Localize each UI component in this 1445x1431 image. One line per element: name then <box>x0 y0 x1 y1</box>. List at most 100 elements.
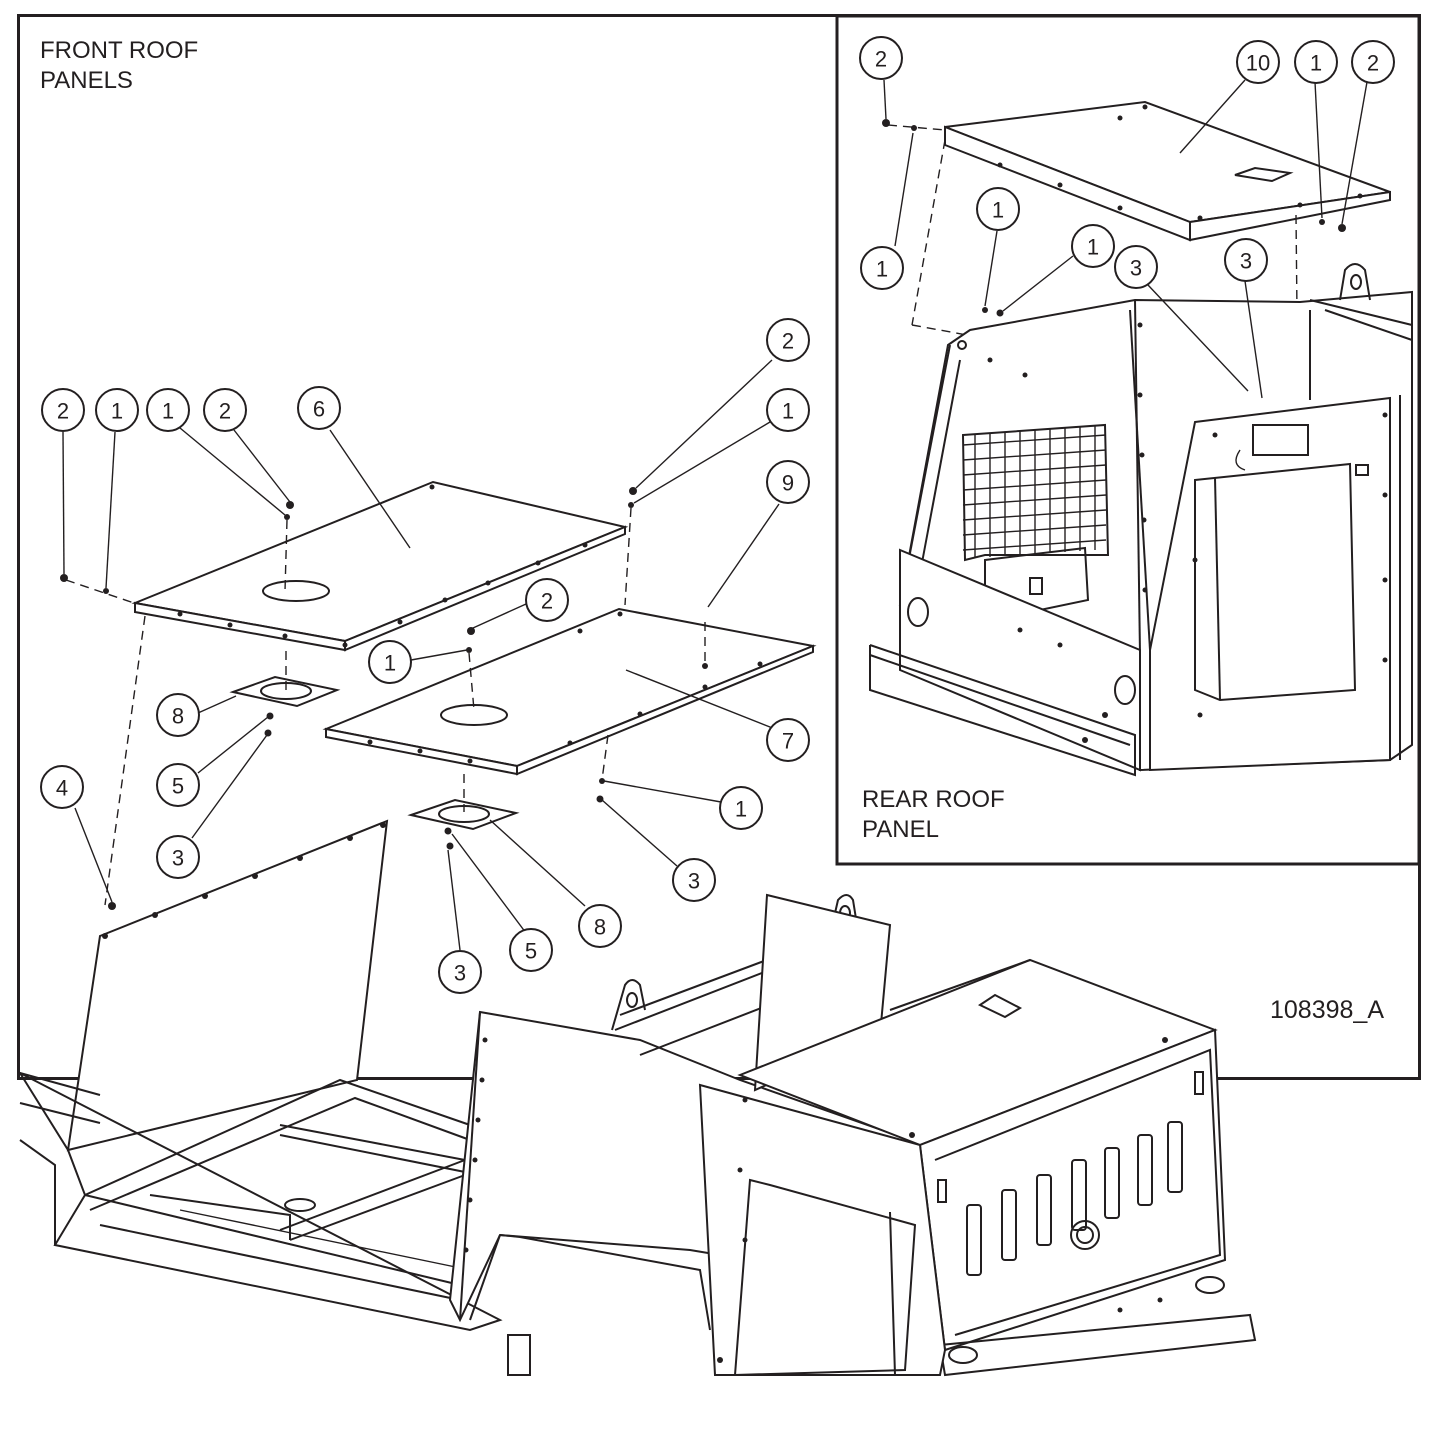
callout-circle <box>203 388 247 432</box>
callout-circle <box>525 578 569 622</box>
front-roof-panels-title: FRONT ROOF PANELS <box>40 37 199 94</box>
callout-circle <box>509 928 553 972</box>
callout-balloon: 3 <box>438 950 482 994</box>
callout-number: 10 <box>1246 51 1270 76</box>
callout-number: 2 <box>875 47 887 72</box>
callout-number: 1 <box>162 399 174 424</box>
callout-circle <box>95 388 139 432</box>
callout-balloon: 2 <box>859 36 903 80</box>
callout-number: 3 <box>688 869 700 894</box>
mesh-grille <box>962 426 1107 558</box>
callout-circle <box>146 388 190 432</box>
callout-number: 1 <box>782 399 794 424</box>
callout-circle <box>368 640 412 684</box>
roof-panel-6 <box>131 480 629 652</box>
callout-balloon: 2 <box>766 318 810 362</box>
main-enclosure-unit <box>611 893 1257 1377</box>
callout-number: 2 <box>541 589 553 614</box>
callout-balloon: 1 <box>719 786 763 830</box>
callout-balloon: 5 <box>156 763 200 807</box>
callout-number: 3 <box>454 961 466 986</box>
callout-balloon: 10 <box>1236 40 1280 84</box>
callout-circle <box>156 693 200 737</box>
callout-number: 1 <box>1310 51 1322 76</box>
rear-roof-panel-title: REAR ROOF PANEL <box>862 786 1005 843</box>
callout-number: 7 <box>782 729 794 754</box>
callout-number: 1 <box>384 651 396 676</box>
callout-circle <box>1114 245 1158 289</box>
callout-number: 5 <box>172 774 184 799</box>
callout-balloon: 3 <box>1224 238 1268 282</box>
callout-circle <box>297 386 341 430</box>
callout-number: 2 <box>1367 51 1379 76</box>
callout-circle <box>438 950 482 994</box>
front-fasteners <box>60 487 706 910</box>
callout-balloon: 2 <box>1351 40 1395 84</box>
callout-circle <box>860 246 904 290</box>
callout-balloon: 6 <box>297 386 341 430</box>
callout-number: 2 <box>219 399 231 424</box>
callout-number: 3 <box>1130 256 1142 281</box>
callout-number: 1 <box>992 198 1004 223</box>
callout-number: 6 <box>313 397 325 422</box>
callout-number: 9 <box>782 471 794 496</box>
callout-balloon: 1 <box>860 246 904 290</box>
callout-balloon: 3 <box>1114 245 1158 289</box>
callout-number: 2 <box>57 399 69 424</box>
callout-balloon: 4 <box>40 765 84 809</box>
roof-panel-7 <box>322 607 817 776</box>
callout-circle <box>41 388 85 432</box>
callout-balloons: 2 1 1 2 6 2 1 9 2 1 8 7 5 3 4 1 3 8 5 3 2 10 1 2 1 1 3 3 1 <box>40 36 1395 994</box>
callout-balloon: 8 <box>156 693 200 737</box>
callout-number: 3 <box>172 846 184 871</box>
callout-circle <box>1236 40 1280 84</box>
callout-circle <box>766 388 810 432</box>
callout-circle <box>1351 40 1395 84</box>
callout-circle <box>156 835 200 879</box>
callout-circle <box>719 786 763 830</box>
callout-balloon: 1 <box>95 388 139 432</box>
callout-circle <box>859 36 903 80</box>
callout-number: 1 <box>1087 235 1099 260</box>
callout-balloon: 8 <box>578 904 622 948</box>
callout-balloon: 9 <box>766 460 810 504</box>
callout-balloon: 2 <box>525 578 569 622</box>
callout-circle <box>766 460 810 504</box>
inset-rear-roof <box>835 14 1421 866</box>
callout-number: 1 <box>876 257 888 282</box>
callout-balloon: 3 <box>156 835 200 879</box>
callout-circle <box>976 187 1020 231</box>
callout-number: 2 <box>782 329 794 354</box>
callout-circle <box>40 765 84 809</box>
callout-balloon: 1 <box>146 388 190 432</box>
callout-number: 1 <box>735 797 747 822</box>
callout-number: 8 <box>594 915 606 940</box>
callout-circle <box>1294 40 1338 84</box>
callout-circle <box>1071 224 1115 268</box>
callout-number: 1 <box>111 399 123 424</box>
callout-balloon: 1 <box>1071 224 1115 268</box>
callout-number: 8 <box>172 704 184 729</box>
callout-balloon: 7 <box>766 718 810 762</box>
callout-balloon: 2 <box>203 388 247 432</box>
leader-lines <box>62 79 1368 951</box>
callout-balloon: 1 <box>368 640 412 684</box>
drawing-number: 108398_A <box>1270 996 1385 1024</box>
callout-circle <box>156 763 200 807</box>
callout-circle <box>672 858 716 902</box>
callout-circle <box>766 718 810 762</box>
callout-balloon: 5 <box>509 928 553 972</box>
callout-balloon: 1 <box>1294 40 1338 84</box>
callout-circle <box>1224 238 1268 282</box>
louvers <box>966 1121 1183 1276</box>
gasket-plates-8 <box>229 675 520 831</box>
callout-circle <box>578 904 622 948</box>
callout-balloon: 1 <box>766 388 810 432</box>
callout-circle <box>766 318 810 362</box>
callout-number: 5 <box>525 939 537 964</box>
callout-balloon: 1 <box>976 187 1020 231</box>
callout-number: 3 <box>1240 249 1252 274</box>
callout-balloon: 3 <box>672 858 716 902</box>
callout-balloon: 2 <box>41 388 85 432</box>
